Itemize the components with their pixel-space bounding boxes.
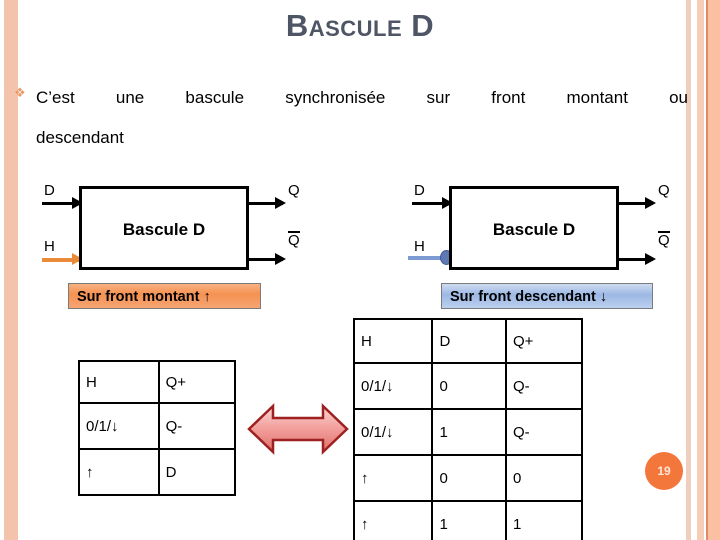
table-cell: ↑ xyxy=(352,500,434,540)
table-row: ↑ D xyxy=(78,448,237,496)
right-input-d-wire xyxy=(412,202,450,205)
table-row: H Q+ xyxy=(78,360,237,404)
left-output-qbar-arrowhead xyxy=(275,253,286,265)
table-cell: 0 xyxy=(431,362,507,410)
table-cell: 0 xyxy=(504,454,584,502)
left-input-d-arrowhead xyxy=(72,197,83,209)
right-edge-band-1 xyxy=(686,0,691,540)
truth-table-falling: H D Q+ 0/1/↓ 0 Q- 0/1/↓ 1 Q- ↑ 0 0 ↑ 1 xyxy=(352,318,584,540)
diamond-bullet-icon: ❖ xyxy=(14,85,26,100)
truth-table-rising: H Q+ 0/1/↓ Q- ↑ D xyxy=(78,360,237,496)
right-output-qbar-arrowhead xyxy=(645,253,656,265)
table-cell: ↑ xyxy=(352,454,434,502)
table-header-cell: D xyxy=(431,318,507,364)
right-edge-band-3 xyxy=(706,0,708,540)
left-flipflop-label: Bascule D xyxy=(122,220,206,239)
right-output-q-label: Q xyxy=(658,182,670,199)
table-row: H D Q+ xyxy=(352,318,584,364)
right-output-q-wire xyxy=(619,202,653,205)
left-edge-band xyxy=(4,0,18,540)
left-caption-banner: Sur front montant ↑ xyxy=(68,283,261,309)
right-edge-band-4 xyxy=(708,0,720,540)
table-cell: Q- xyxy=(157,402,237,450)
table-row: ↑ 1 1 xyxy=(352,500,584,540)
right-input-d-arrowhead xyxy=(442,197,453,209)
bullet-text-line-1: C’est une bascule synchronisée sur front… xyxy=(36,88,688,107)
left-clock-arrowhead xyxy=(72,253,83,265)
table-row: 0/1/↓ 1 Q- xyxy=(352,408,584,456)
table-header-cell: Q+ xyxy=(504,318,584,364)
slide-title: Bascule D xyxy=(285,8,435,43)
table-header-cell: H xyxy=(352,318,434,364)
bullet-text-line-2: descendant xyxy=(36,128,124,147)
table-cell: 0/1/↓ xyxy=(352,362,434,410)
table-header-cell: H xyxy=(78,360,160,404)
equivalence-double-arrow-icon xyxy=(246,400,350,463)
right-input-d-label: D xyxy=(414,182,425,199)
left-input-d-wire xyxy=(42,202,80,205)
table-row: ↑ 0 0 xyxy=(352,454,584,502)
diagram-falling-edge: D H Bascule D Q Q Sur front descendant ↓ xyxy=(370,0,700,320)
right-output-q-arrowhead xyxy=(645,197,656,209)
diagram-rising-edge: D H Bascule D Q Q Sur front montant ↑ xyxy=(0,0,340,320)
table-cell: 0/1/↓ xyxy=(352,408,434,456)
right-edge-band-2 xyxy=(697,0,704,540)
left-input-d-label: D xyxy=(44,182,55,199)
left-output-qbar-label: Q xyxy=(288,231,300,249)
left-input-h-label: H xyxy=(44,238,55,255)
left-clock-wire xyxy=(42,258,80,262)
table-row: 0/1/↓ Q- xyxy=(78,402,237,450)
table-cell: 1 xyxy=(431,408,507,456)
left-output-q-wire xyxy=(249,202,283,205)
right-flipflop-label: Bascule D xyxy=(492,220,576,239)
table-row: 0/1/↓ 0 Q- xyxy=(352,362,584,410)
page-number-badge: 19 xyxy=(645,452,683,490)
right-flipflop-box: Bascule D xyxy=(449,186,619,270)
right-clock-wire xyxy=(408,256,444,260)
table-header-cell: Q+ xyxy=(157,360,237,404)
right-caption-banner: Sur front descendant ↓ xyxy=(441,283,653,309)
left-output-qbar-wire xyxy=(249,258,283,261)
table-cell: 1 xyxy=(504,500,584,540)
right-output-qbar-label: Q xyxy=(658,231,670,249)
table-cell: ↑ xyxy=(78,448,160,496)
table-cell: D xyxy=(157,448,237,496)
right-input-h-label: H xyxy=(414,238,425,255)
table-cell: Q- xyxy=(504,362,584,410)
left-output-q-label: Q xyxy=(288,182,300,199)
table-cell: 1 xyxy=(431,500,507,540)
bullet-text: C’est une bascule synchronisée sur front… xyxy=(36,78,688,158)
table-cell: 0/1/↓ xyxy=(78,402,160,450)
table-cell: Q- xyxy=(504,408,584,456)
table-cell: 0 xyxy=(431,454,507,502)
right-output-qbar-wire xyxy=(619,258,653,261)
bullet-paragraph: ❖ C’est une bascule synchronisée sur fro… xyxy=(14,78,688,158)
left-output-q-arrowhead xyxy=(275,197,286,209)
left-flipflop-box: Bascule D xyxy=(79,186,249,270)
